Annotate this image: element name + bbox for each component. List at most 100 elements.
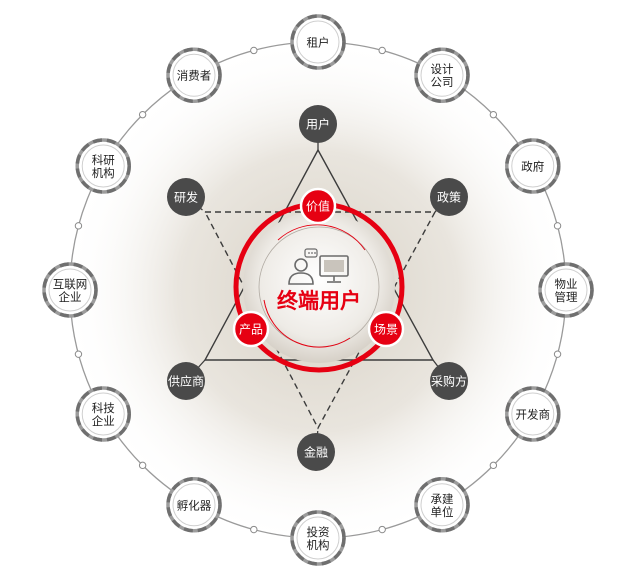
- ring-node-rent[interactable]: 租户: [290, 14, 346, 70]
- center-tag-label: 场景: [374, 323, 398, 337]
- ring-dot: [250, 46, 258, 55]
- ring-node-label: 企业: [92, 414, 115, 428]
- star-node-circle: [167, 178, 205, 216]
- star-node-circle: [430, 362, 468, 400]
- center-tag-label: 价值: [306, 199, 330, 214]
- star-node-label: 采购方: [431, 374, 467, 389]
- ring-node-inner: [296, 20, 340, 64]
- star-node-circle: [167, 362, 205, 400]
- star-node-user[interactable]: 用户: [299, 105, 337, 143]
- star-node-finance[interactable]: 金融: [297, 433, 335, 471]
- center-tag-scene[interactable]: 场景: [367, 310, 405, 348]
- ring-dot: [489, 110, 498, 119]
- ring-dot: [74, 222, 83, 230]
- ring-node-label: 消费者: [177, 69, 212, 83]
- ring-node-label: 开发商: [516, 408, 551, 422]
- ring-node-label: 机构: [92, 166, 115, 180]
- ring-node-gear: [290, 14, 346, 70]
- star-node-label: 供应商: [168, 374, 204, 389]
- ring-node-label: 管理: [555, 290, 578, 304]
- ring-node-developer[interactable]: 开发商: [505, 386, 561, 442]
- ring-dot: [378, 525, 386, 534]
- star-node-supplier[interactable]: 供应商: [167, 362, 205, 400]
- star-node-rnd[interactable]: 研发: [167, 178, 205, 216]
- ring-dot: [138, 110, 147, 119]
- ring-node-gear: [414, 47, 470, 103]
- center-tag-label: 产品: [239, 323, 263, 337]
- ring-node-inner: [81, 144, 125, 188]
- ring-node-government[interactable]: 政府: [505, 138, 561, 194]
- ring-node-inner: [511, 392, 555, 436]
- center-title: 终端用户: [277, 289, 361, 313]
- ring-node-gear: [538, 262, 594, 318]
- center-tag-circle: [232, 310, 270, 348]
- ring-node-inner: [81, 392, 125, 436]
- ring-node-label: 互联网: [53, 277, 88, 291]
- ring-node-incubator[interactable]: 孵化器: [166, 477, 222, 533]
- ring-node-label: 承建: [431, 492, 454, 506]
- ring-node-label: 公司: [431, 75, 454, 89]
- ring-node-label: 投资: [307, 525, 330, 539]
- ring-node-gear: [290, 510, 346, 566]
- ring-node-inner: [296, 516, 340, 560]
- center-tag-circle: [299, 187, 337, 225]
- ring-node-gear: [505, 386, 561, 442]
- center-tag-product[interactable]: 产品: [232, 310, 270, 348]
- ring-node-inner: [48, 268, 92, 312]
- star-node-procurement[interactable]: 采购方: [430, 362, 468, 400]
- star-node-label: 用户: [306, 117, 330, 132]
- star-node-circle: [299, 105, 337, 143]
- ring-dot: [553, 222, 562, 230]
- ring-node-gear: [75, 138, 131, 194]
- ring-node-inner: [420, 483, 464, 527]
- ring-node-gear: [166, 47, 222, 103]
- ring-node-gear: [166, 477, 222, 533]
- hub-arc-upper: [277, 224, 366, 251]
- ring-node-label: 设计: [431, 62, 454, 76]
- ring-node-label: 科研: [92, 153, 115, 167]
- star-node-label: 政策: [437, 191, 461, 205]
- ring-node-gear: [505, 138, 561, 194]
- ring-dot: [250, 525, 258, 534]
- ring-dot: [378, 46, 386, 55]
- hub-arc-lower: [263, 299, 351, 348]
- ring-node-label: 机构: [307, 538, 330, 552]
- ring-dot: [489, 461, 498, 470]
- ring-node-gear: [414, 477, 470, 533]
- center-tag-value[interactable]: 价值: [299, 187, 337, 225]
- star-node-circle: [430, 178, 468, 216]
- ring-node-inner: [172, 483, 216, 527]
- ring-dot: [74, 350, 83, 358]
- ring-dot: [553, 350, 562, 358]
- ring-layer: 租户设计公司政府物业管理开发商承建单位投资机构孵化器科技企业互联网企业科研机构消…: [42, 14, 594, 566]
- ring-node-label: 单位: [431, 505, 454, 519]
- star-node-policy[interactable]: 政策: [430, 178, 468, 216]
- hub-disc: [243, 211, 395, 363]
- ring-node-inner: [420, 53, 464, 97]
- ring-node-label: 租户: [307, 36, 330, 50]
- ring-node-label: 科技: [92, 401, 115, 415]
- ring-node-gear: [75, 386, 131, 442]
- star-node-label: 研发: [174, 190, 198, 205]
- ring-node-consumer[interactable]: 消费者: [166, 47, 222, 103]
- ring-node-label: 企业: [59, 290, 82, 304]
- ring-node-label: 物业: [555, 277, 578, 291]
- center-tag-circle: [367, 310, 405, 348]
- ring-node-label: 政府: [521, 160, 544, 174]
- ring-dot: [138, 461, 147, 470]
- star-node-label: 金融: [304, 445, 328, 460]
- terminal-user-icon: [288, 248, 349, 285]
- ring-node-label: 孵化器: [177, 498, 212, 512]
- ring-node-inner: [544, 268, 588, 312]
- star-node-circle: [297, 433, 335, 471]
- ring-node-inner: [511, 144, 555, 188]
